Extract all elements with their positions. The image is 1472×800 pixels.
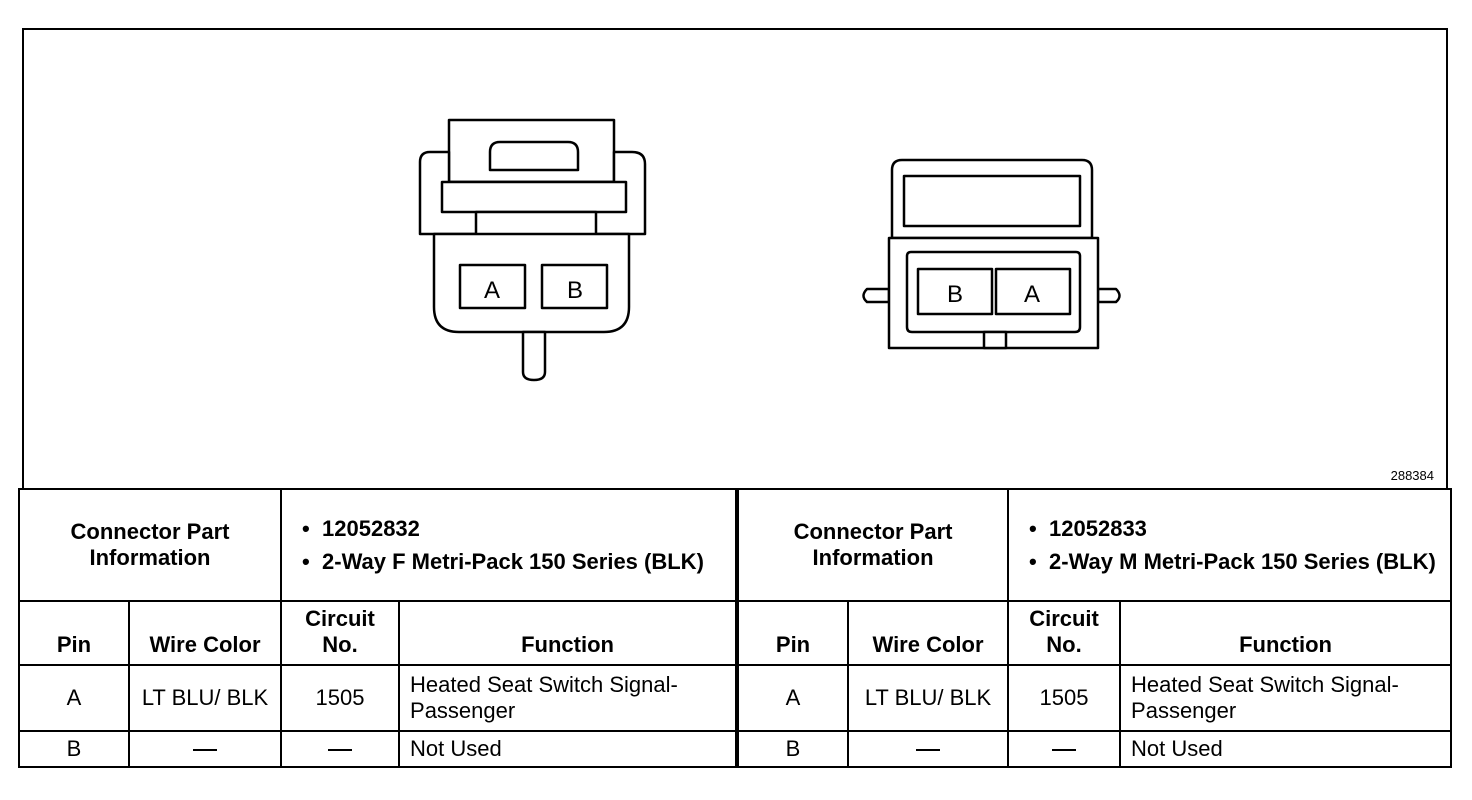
wire-color-cell: LT BLU/ BLK: [847, 664, 1010, 732]
wire-color-cell: LT BLU/ BLK: [127, 664, 283, 732]
part-number: 12052833: [1029, 515, 1440, 542]
pin-cavity-b: [916, 267, 994, 316]
male-right-ear: [1096, 287, 1121, 304]
male-pin-label-a: A: [1024, 281, 1040, 308]
connector-table-female: Connector Part Information 12052832 2-Wa…: [17, 488, 738, 768]
figure-id: 288384: [1390, 468, 1434, 483]
col-pin-header: Pin: [18, 600, 130, 666]
col-function-header: Function: [398, 600, 738, 666]
dash-mark: [1052, 749, 1077, 752]
female-pin-label-a: A: [484, 277, 500, 304]
col-circuit-header: Circuit No.: [280, 600, 401, 666]
circuit-cell: 1505: [280, 664, 401, 732]
table-row: B Not Used: [737, 730, 1453, 768]
connector-diagram: A B B A: [418, 118, 1121, 382]
function-cell: Heated Seat Switch Signal-Passenger: [1119, 664, 1453, 732]
pin-cell: B: [18, 730, 130, 768]
female-latch-window: [488, 140, 580, 172]
pin-cavity-b: [540, 263, 609, 310]
pin-cell: B: [737, 730, 850, 768]
dash-mark: [193, 749, 217, 752]
table-row: A LT BLU/ BLK 1505 Heated Seat Switch Si…: [18, 664, 738, 732]
col-function-header: Function: [1119, 600, 1453, 666]
male-connector: [862, 158, 1121, 350]
circuit-cell: [280, 730, 401, 768]
function-cell: Not Used: [398, 730, 738, 768]
col-pin-header: Pin: [737, 600, 850, 666]
wire-color-cell: [847, 730, 1010, 768]
female-collar: [440, 180, 628, 214]
diagram-frame: A B B A 288384: [22, 28, 1448, 490]
male-key: [982, 330, 1008, 350]
table-row: A LT BLU/ BLK 1505 Heated Seat Switch Si…: [737, 664, 1453, 732]
pin-cavity-a: [994, 267, 1072, 316]
female-connector: [418, 118, 647, 382]
pin-cavity-a: [458, 263, 527, 310]
col-wire-color-header: Wire Color: [847, 600, 1010, 666]
male-shroud-inner: [902, 174, 1082, 228]
connector-part-information-label: Connector Part Information: [737, 488, 1010, 602]
part-description: 2-Way F Metri-Pack 150 Series (BLK): [302, 548, 725, 575]
table-row: B Not Used: [18, 730, 738, 768]
wire-color-cell: [127, 730, 283, 768]
dash-mark: [328, 749, 353, 752]
col-circuit-header: Circuit No.: [1007, 600, 1122, 666]
part-info: 12052832 2-Way F Metri-Pack 150 Series (…: [280, 488, 738, 602]
part-info: 12052833 2-Way M Metri-Pack 150 Series (…: [1007, 488, 1453, 602]
male-pin-label-b: B: [947, 281, 963, 308]
female-terminal-tab: [521, 330, 547, 382]
part-number: 12052832: [302, 515, 725, 542]
female-pin-label-b: B: [567, 277, 583, 304]
connector-tables: Connector Part Information 12052832 2-Wa…: [17, 488, 1453, 768]
connector-part-information-label: Connector Part Information: [17, 488, 283, 602]
pin-cell: A: [737, 664, 850, 732]
connector-table-male: Connector Part Information 12052833 2-Wa…: [737, 488, 1453, 768]
part-description: 2-Way M Metri-Pack 150 Series (BLK): [1029, 548, 1440, 575]
circuit-cell: [1007, 730, 1122, 768]
dash-mark: [916, 749, 941, 752]
male-left-ear: [862, 287, 891, 304]
circuit-cell: 1505: [1007, 664, 1122, 732]
col-wire-color-header: Wire Color: [127, 600, 283, 666]
pin-cell: A: [18, 664, 130, 732]
function-cell: Heated Seat Switch Signal-Passenger: [398, 664, 738, 732]
function-cell: Not Used: [1119, 730, 1453, 768]
